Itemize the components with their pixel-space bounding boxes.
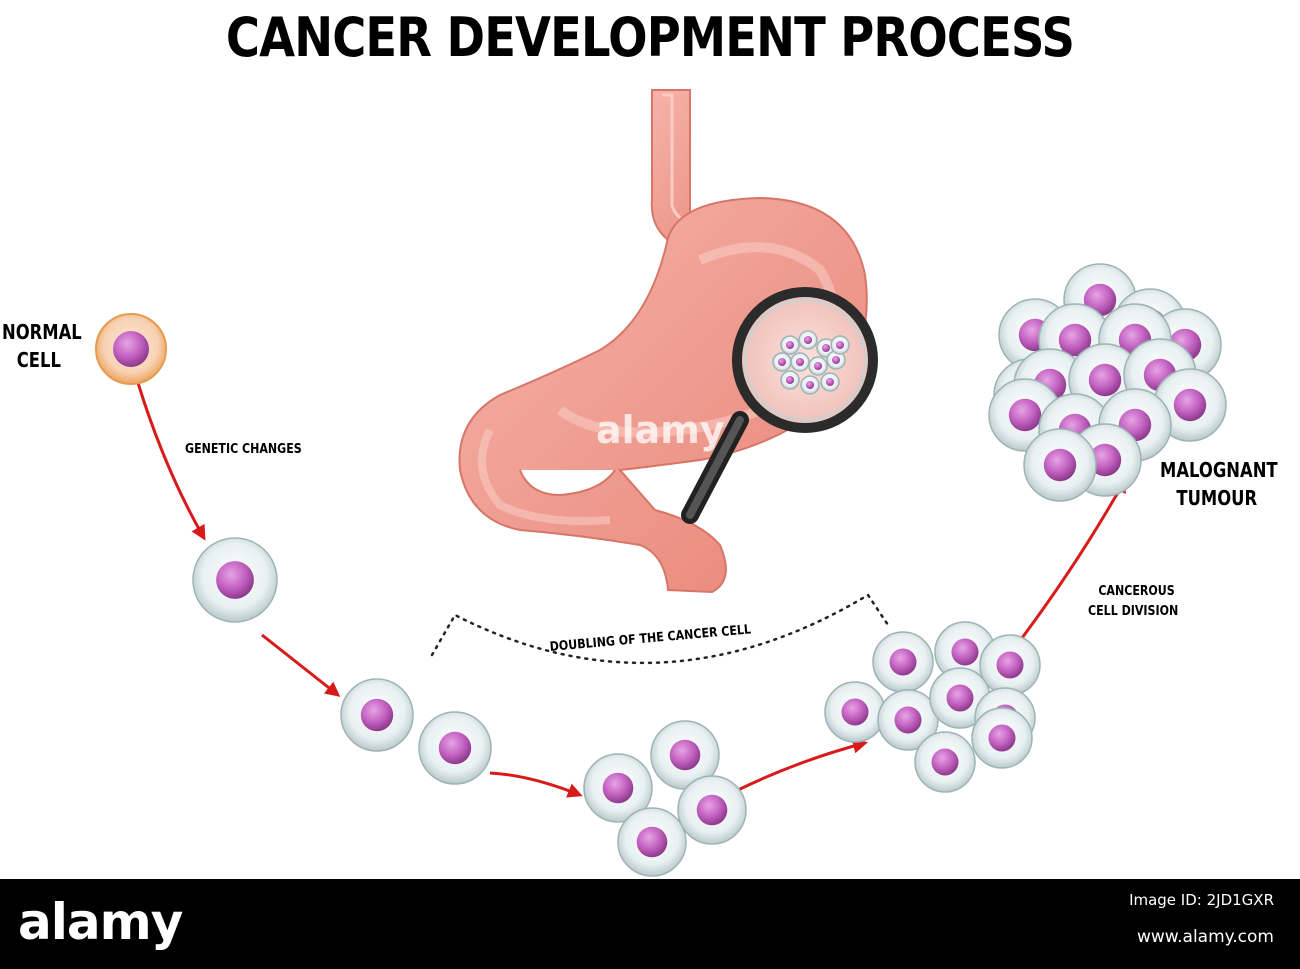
magnifier-icon	[681, 287, 878, 524]
arrow-cluster-to-tumour	[1020, 477, 1127, 639]
footer-logo: alamy	[18, 893, 183, 951]
normal-cell	[95, 313, 167, 385]
lens-cell	[772, 352, 792, 372]
lens-cell	[790, 352, 810, 372]
arrow-normal-to-mutated	[136, 382, 206, 541]
lens-cell	[830, 335, 850, 355]
four-cell-group-cell	[677, 775, 747, 845]
malignant-label-line2: TUMOUR	[1176, 486, 1258, 510]
genetic-changes-label: GENETIC CHANGES	[185, 442, 302, 457]
lens-cell	[780, 335, 800, 355]
lens-cell	[780, 370, 800, 390]
four-cell-group-cell	[583, 753, 653, 823]
four-cell-group-cell	[617, 807, 687, 877]
cancer-cells	[192, 263, 1227, 877]
cancerous-label-line2: CELL DIVISION	[1088, 604, 1179, 619]
doubled-cell	[340, 678, 414, 752]
normal-cell-label-line2: CELL	[16, 348, 61, 372]
lens-cell	[820, 372, 840, 392]
footer-url: www.alamy.com	[1136, 927, 1274, 947]
cluster-cell	[979, 634, 1041, 696]
progression-arrows	[136, 382, 1127, 798]
cancerous-division-label: CANCEROUS CELL DIVISION	[1088, 582, 1178, 622]
malignant-label-line1: MALOGNANT	[1160, 458, 1278, 482]
lens-cell	[800, 375, 820, 395]
lens-cell	[798, 330, 818, 350]
doubled-cell	[418, 711, 492, 785]
malignant-tumour-label: MALOGNANT TUMOUR	[1160, 456, 1278, 512]
footer-bar: alamy Image ID: 2JD1GXR www.alamy.com	[0, 879, 1300, 969]
watermark-text: alamy	[596, 408, 725, 452]
normal-cell-label-line1: NORMAL	[2, 320, 82, 344]
cluster-cell	[914, 731, 976, 793]
cluster-cell	[971, 707, 1033, 769]
mutated-cell	[192, 537, 278, 623]
page-title: CANCER DEVELOPMENT PROCESS	[225, 6, 1075, 69]
arrow-mutated-to-two	[261, 633, 341, 697]
arrow-two-to-four	[489, 771, 583, 798]
footer-image-id: Image ID: 2JD1GXR	[1129, 891, 1274, 909]
cancerous-label-line1: CANCEROUS	[1098, 584, 1175, 599]
lens-cell	[808, 356, 828, 376]
tumour-cell	[1023, 428, 1097, 502]
cluster-cell	[872, 631, 934, 693]
arrow-four-to-cluster	[737, 738, 868, 792]
cluster-cell	[824, 681, 886, 743]
cluster-cell	[877, 689, 939, 751]
normal-cell-label: NORMAL CELL	[2, 318, 82, 374]
